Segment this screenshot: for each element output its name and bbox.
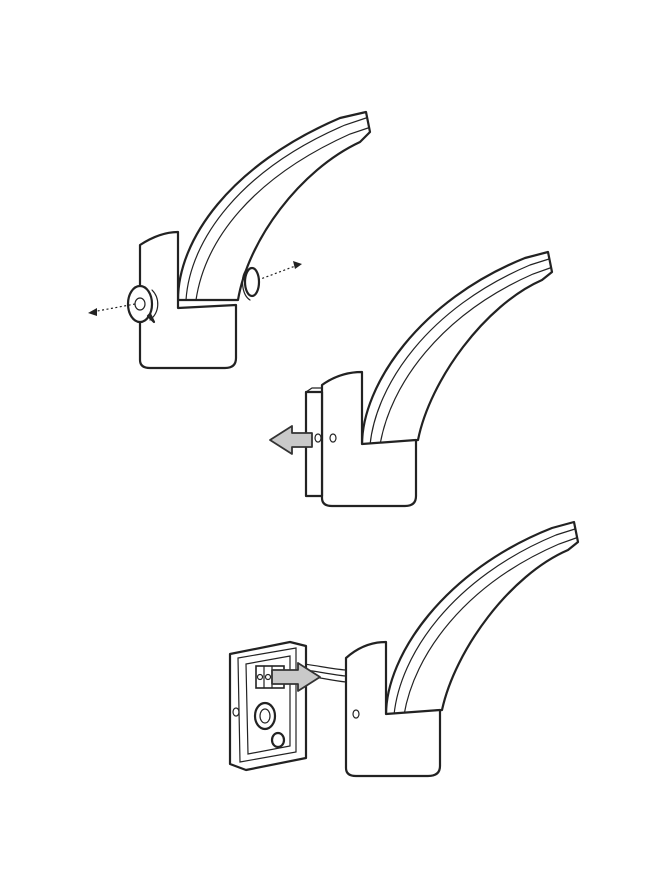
direction-arrow-left <box>91 303 136 313</box>
lamp-arm-edge <box>185 117 367 301</box>
lamp-arm <box>384 520 580 717</box>
mounting-bracket <box>304 390 324 498</box>
lamp-arm-edge-2 <box>195 127 369 301</box>
mounting-bracket-edge <box>305 387 323 393</box>
screw-right <box>241 266 261 301</box>
lamp-arm-edge <box>369 258 550 446</box>
screw-left <box>126 284 159 324</box>
direction-arrow-icon <box>293 261 302 269</box>
screw-hole <box>314 433 322 443</box>
step-3-lamp-wiring <box>228 520 580 778</box>
step-2-lamp-bracket <box>269 250 554 508</box>
lamp-arm-edge <box>393 528 576 716</box>
lamp-arm-edge-2 <box>403 537 577 716</box>
screw-hole <box>329 433 337 443</box>
lamp-arm-edge-2 <box>379 267 551 446</box>
rotate-arrow-icon <box>241 269 251 301</box>
lamp-arm <box>176 110 372 302</box>
screw <box>270 731 286 749</box>
direction-arrow-right <box>257 264 299 281</box>
grey-block-arrow-icon <box>269 425 313 455</box>
screw-hole <box>352 709 360 719</box>
lamp-body <box>344 640 442 778</box>
grey-block-arrow-icon <box>271 662 321 692</box>
direction-arrow-icon <box>88 308 97 316</box>
step-1-lamp-unscrew <box>88 110 372 370</box>
screw-hole <box>232 707 240 717</box>
lamp-body <box>138 230 238 370</box>
cable-gland <box>253 701 277 731</box>
mounting-box <box>228 640 308 772</box>
lamp-body <box>320 370 418 508</box>
lamp-arm <box>360 250 554 447</box>
